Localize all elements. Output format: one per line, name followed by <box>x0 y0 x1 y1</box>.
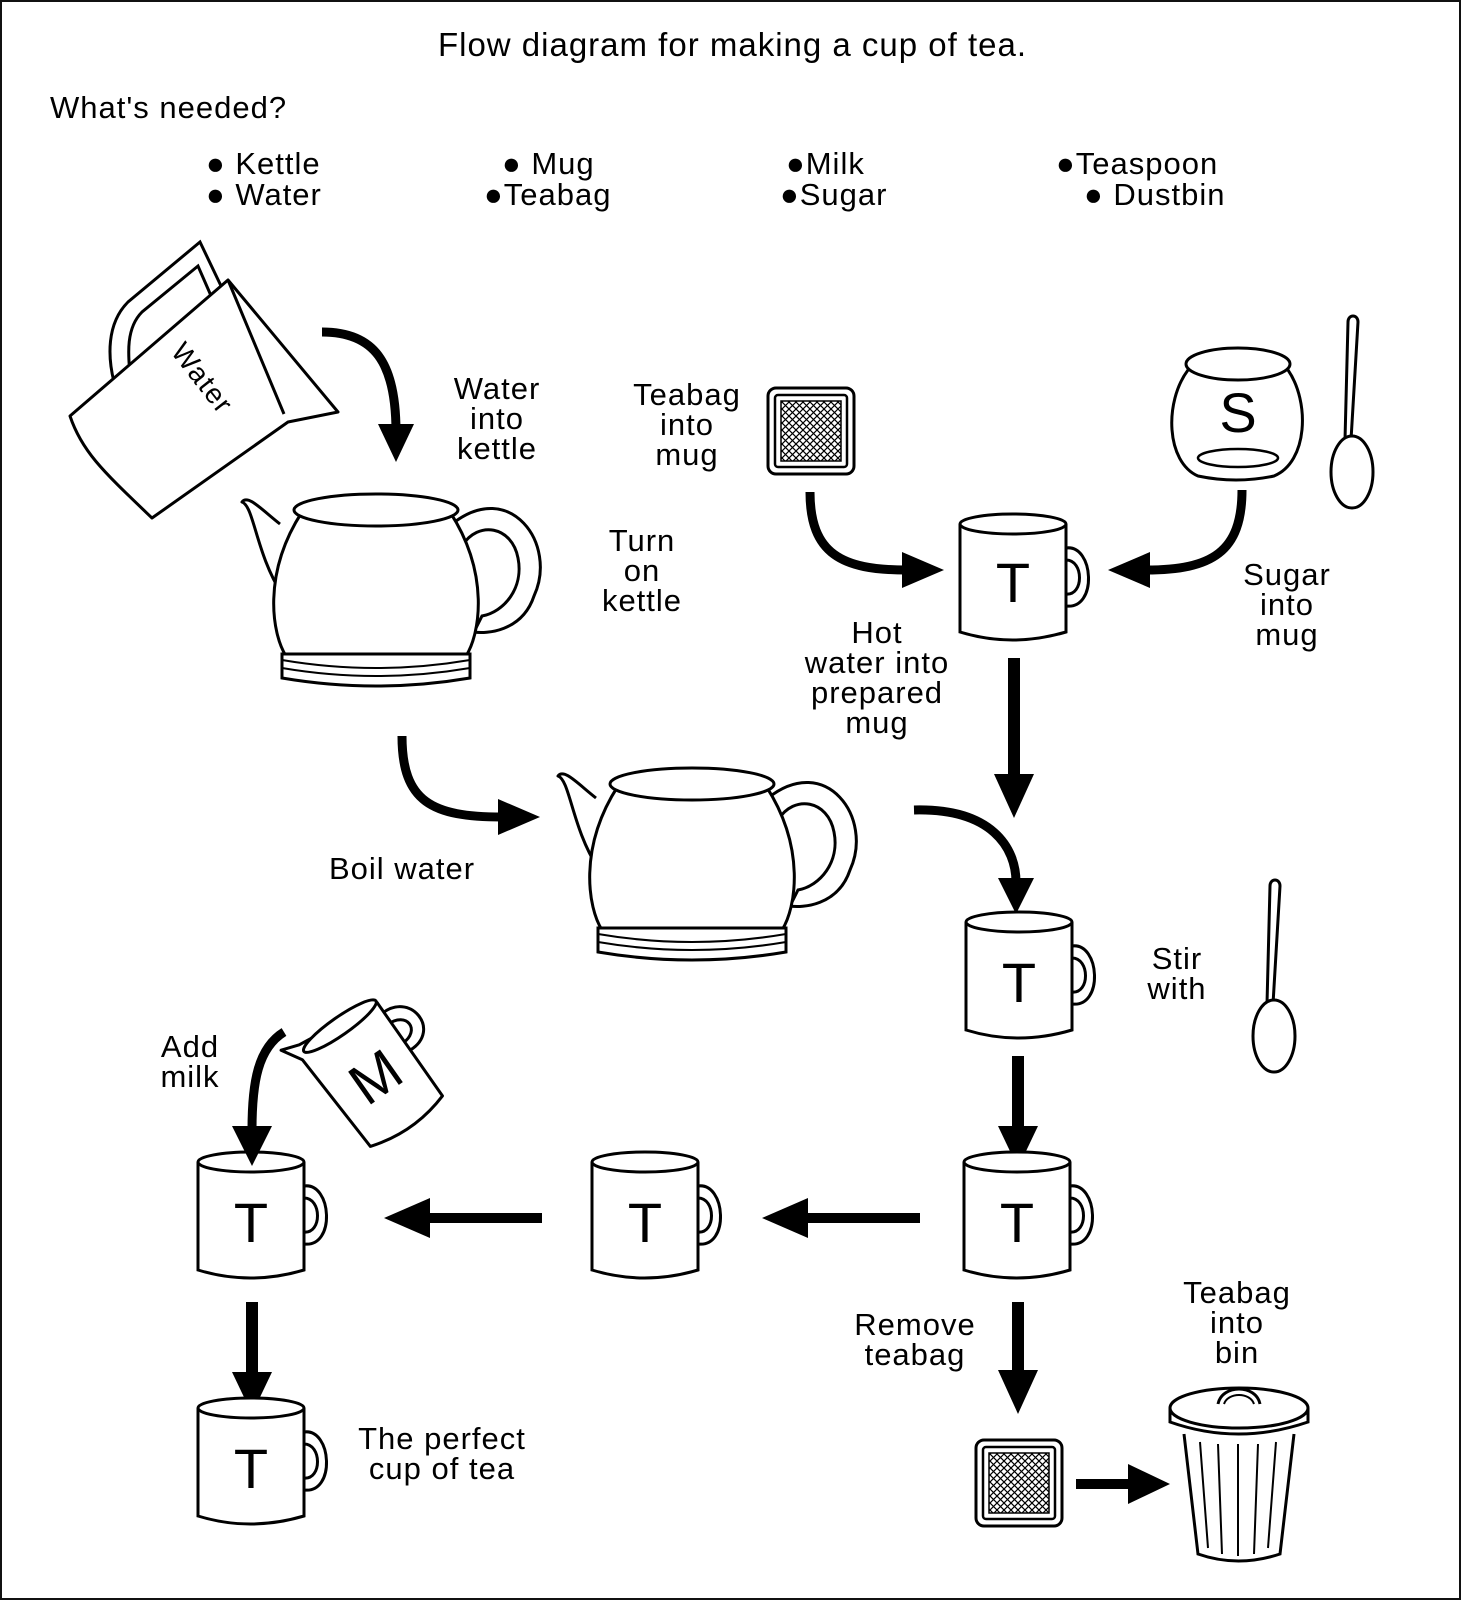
needed-group-4: ●Teaspoon ● Dustbin <box>1056 146 1226 212</box>
svg-text:T: T <box>1002 951 1036 1014</box>
svg-text:T: T <box>234 1437 268 1500</box>
water-jug-icon: Water <box>68 239 340 520</box>
kettle-icon <box>240 492 542 688</box>
svg-text:T: T <box>1000 1191 1034 1254</box>
needed-group-2: ● Mug ●Teabag <box>484 146 612 212</box>
boiling-kettle-icon <box>556 766 858 962</box>
used-teabag-icon <box>974 1438 1064 1528</box>
needed-group-1: ● Kettle ● Water <box>206 146 322 212</box>
arrow-sugar-to-mug <box>1145 489 1247 575</box>
teabag-icon <box>766 386 856 476</box>
arrow-pour-hot-water <box>913 805 1021 883</box>
needed-item: Kettle <box>235 146 321 181</box>
svg-text:T: T <box>234 1191 268 1254</box>
arrow-water-to-kettle <box>321 327 401 433</box>
sugar-bowl-icon: S <box>1170 346 1304 482</box>
sugar-letter: S <box>1219 381 1256 444</box>
arrow-boil-water <box>397 735 503 822</box>
needed-item: Teaspoon <box>1075 146 1219 181</box>
svg-text:T: T <box>628 1191 662 1254</box>
spoon-icon-stir <box>1251 878 1297 1074</box>
needed-item: Milk <box>805 146 865 181</box>
needed-item: Sugar <box>799 177 888 212</box>
needed-item: Dustbin <box>1113 177 1226 212</box>
milk-jug-icon: M <box>279 998 444 1148</box>
label-boil-water: Boil water <box>328 851 476 886</box>
needed-heading: What's needed? <box>50 90 288 125</box>
needed-group-3: ●Milk ●Sugar <box>780 146 888 212</box>
mug-letter: T <box>996 551 1030 614</box>
needed-item: Water <box>235 177 322 212</box>
arrow-add-milk <box>247 1028 287 1131</box>
dustbin-icon <box>1168 1386 1310 1563</box>
spoon-icon-top <box>1329 314 1375 510</box>
arrow-teabag-to-mug <box>805 491 907 575</box>
needed-item: Teabag <box>503 177 612 212</box>
diagram-title: Flow diagram for making a cup of tea. <box>437 26 1028 63</box>
needed-item: Mug <box>531 146 595 181</box>
